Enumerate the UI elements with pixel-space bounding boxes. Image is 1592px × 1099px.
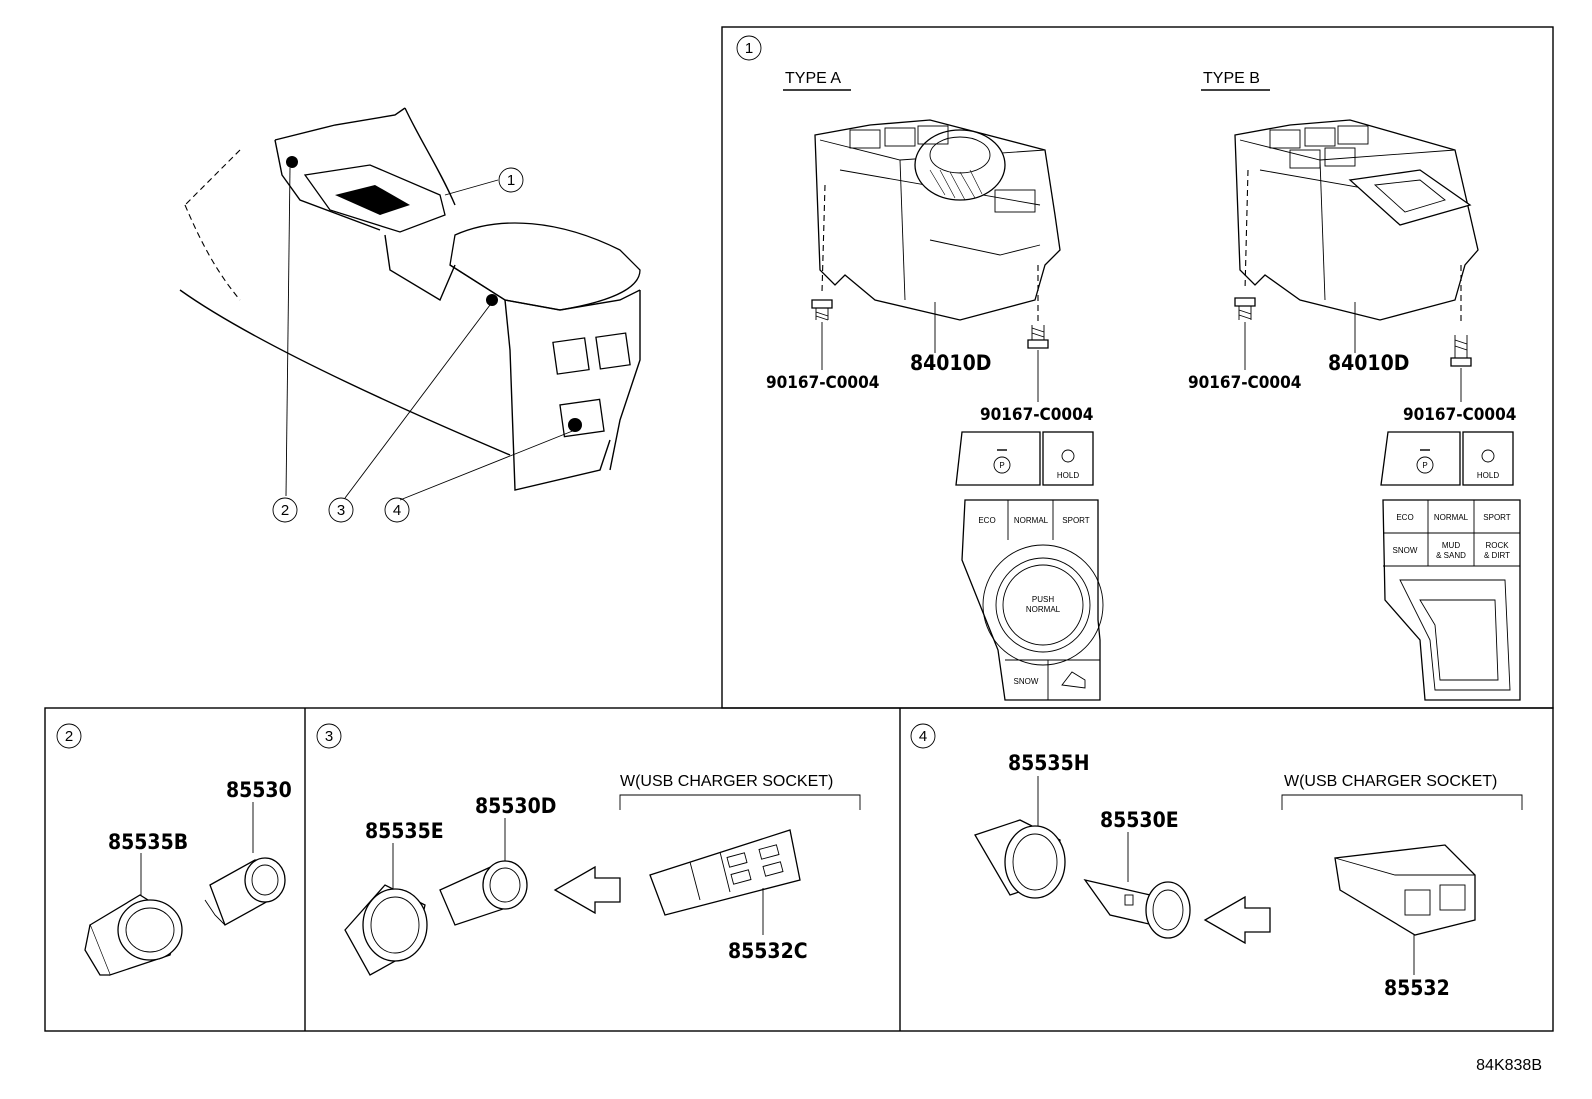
svg-text:P: P <box>1422 461 1427 470</box>
type-a-screw-right: 90167-C0004 <box>980 265 1093 425</box>
type-b-assembly-part-number: 84010D <box>1328 351 1409 375</box>
panel-2-part-b: 85530 <box>226 778 292 802</box>
panel-3-part-b: 85530D <box>475 794 556 818</box>
type-a-label: TYPE A <box>785 70 841 87</box>
svg-text:P: P <box>999 461 1004 470</box>
panel-1: 1 TYPE A 90167-C0004 84010D <box>721 26 1554 709</box>
label-panel1-type_b-buttons-1: NORMAL <box>1434 513 1469 522</box>
label-main_view-callouts-0: 1 <box>507 172 515 189</box>
panel-3-usb-part: 85532C <box>728 939 808 963</box>
type-a-assembly-part-number: 84010D <box>910 351 991 375</box>
console-overview-drawing: 1 2 3 4 <box>179 107 641 523</box>
type-a-screw-left: 90167-C0004 <box>766 184 879 393</box>
type-b-label: TYPE B <box>1203 70 1260 87</box>
panel-3-usb-caption: W(USB CHARGER SOCKET) <box>620 773 833 790</box>
label-main_view-callouts-3: 4 <box>393 502 401 519</box>
label-panel1-type_b-buttons-5: ROCK <box>1485 541 1509 550</box>
socket-85535H-drawing <box>974 819 1066 899</box>
label-panel1-type_a-screw_right: 90167-C0004 <box>980 405 1093 425</box>
panel-4-usb-part: 85532 <box>1384 976 1450 1000</box>
type-b-screw-left: 90167-C0004 <box>1188 169 1301 393</box>
label-panel1-type_a-screw_left: 90167-C0004 <box>766 373 879 393</box>
label-main_view-callouts-1: 2 <box>281 502 289 519</box>
callout-2: 2 <box>272 497 298 523</box>
label-panel1-type_a-buttons-2: SPORT <box>1062 516 1090 525</box>
panel-3: 3 85535E 85530D W(USB CHARGER SOCKET) <box>316 723 861 976</box>
label-panel1-type_b-buttons-0: ECO <box>1396 513 1413 522</box>
label-panel1-type_a-buttons-4: HOLD <box>1057 471 1079 480</box>
label-panel1-type_a-dial_text_1: PUSH <box>1032 595 1054 604</box>
label-panel4-index: 4 <box>919 728 927 745</box>
panel-4-part-b: 85530E <box>1100 808 1179 832</box>
panel-2: 2 85535B 85530 <box>56 723 292 976</box>
label-panel1-type_b-buttons-4: MUD <box>1442 541 1460 550</box>
label-main_view-callouts-2: 3 <box>337 502 345 519</box>
usb-85532-drawing <box>1334 844 1476 936</box>
panel-1-index: 1 <box>745 40 753 57</box>
socket-85530E-drawing <box>1083 878 1191 939</box>
label-panel1-type_b-screw_left: 90167-C0004 <box>1188 373 1301 393</box>
label-panel2-index: 2 <box>65 728 73 745</box>
label-panel1-type_a-buttons-3: SNOW <box>1014 677 1039 686</box>
socket-85535B-drawing <box>84 894 183 976</box>
label-panel1-type_a-dial_text_2: NORMAL <box>1026 605 1061 614</box>
label-panel3-index: 3 <box>325 728 333 745</box>
label-panel1-type_b-buttons-6: HOLD <box>1477 471 1499 480</box>
type-a-switch-assembly <box>814 119 1061 321</box>
label-panel1-type_a-buttons-0: ECO <box>978 516 995 525</box>
panel-3-part-a: 85535E <box>365 819 444 843</box>
usb-85532C-drawing <box>649 829 801 916</box>
label-panel1-type_b-screw_right: 90167-C0004 <box>1403 405 1516 425</box>
label-panel1-type_b-buttons-2: SPORT <box>1483 513 1511 522</box>
panel-4: 4 85535H 85530E W(USB CHARGER SOCKET) 85… <box>910 723 1523 1000</box>
callout-4: 4 <box>384 497 410 523</box>
label-panel1-type_b-rock_line2: & DIRT <box>1484 551 1510 560</box>
callout-3: 3 <box>328 497 354 523</box>
type-a-switch-face: P HOLD ECO NORMAL SPORT PUSH NORMAL SNOW <box>955 431 1104 701</box>
drawing-code: 84K838B <box>1476 1057 1542 1074</box>
socket-85535E-drawing <box>344 884 428 976</box>
label-panel1-type_b-mud_line2: & SAND <box>1436 551 1466 560</box>
callout-1: 1 <box>498 167 524 193</box>
label-panel1-type_a-buttons-1: NORMAL <box>1014 516 1049 525</box>
panel-2-part-a: 85535B <box>108 830 188 854</box>
type-b-switch-face: P HOLD ECO NORMAL SPORT SNOW MUD & SAND … <box>1380 431 1521 701</box>
label-panel1-type_b-buttons-3: SNOW <box>1393 546 1418 555</box>
panel-4-part-a: 85535H <box>1008 751 1090 775</box>
socket-85530D-drawing <box>439 860 528 926</box>
type-b-switch-assembly <box>1234 119 1479 321</box>
type-b-screw-right: 90167-C0004 <box>1403 265 1516 425</box>
socket-85530-drawing <box>204 857 286 926</box>
panel-4-usb-caption: W(USB CHARGER SOCKET) <box>1284 773 1497 790</box>
